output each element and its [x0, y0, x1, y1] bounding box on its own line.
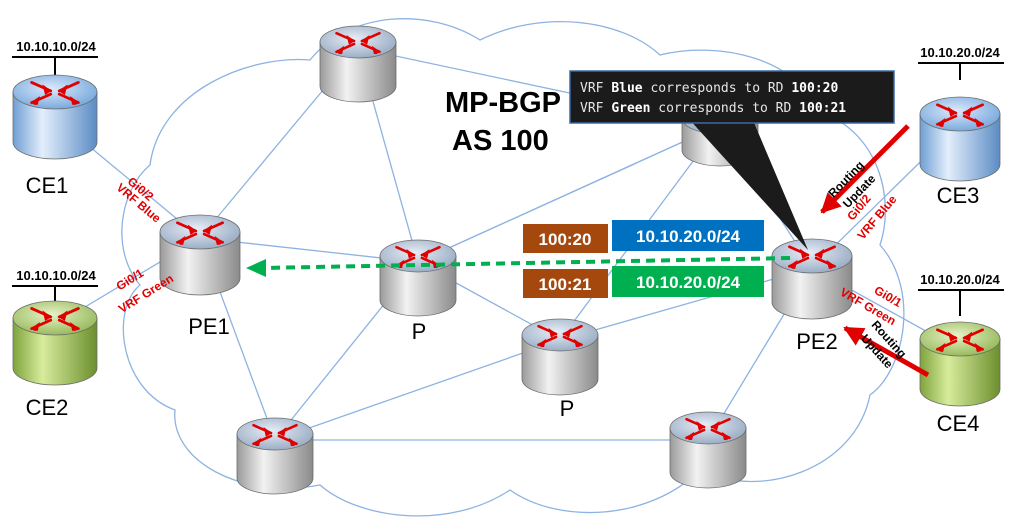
label-ce4: CE4: [937, 411, 980, 436]
prefix-box-blue: [612, 220, 764, 251]
router-core-bottom-right-icon: [669, 411, 747, 489]
subnet-ce2: 10.10.10.0/24: [16, 268, 96, 283]
vpn-route-1: 100:20 10.10.20.0/24: [523, 220, 764, 253]
rd-label: 100:20: [539, 230, 592, 249]
label-ce1: CE1: [26, 173, 69, 198]
label-pe1: PE1: [188, 314, 230, 339]
router-pe1-icon: [159, 214, 241, 296]
prefix-label: 10.10.20.0/24: [636, 273, 741, 292]
label-pe2: PE2: [796, 329, 838, 354]
rd-callout: VRF Blue corresponds to RD 100:20 VRF Gr…: [569, 70, 895, 250]
router-ce2-icon: [12, 300, 98, 386]
vpn-route-2: 100:21 10.10.20.0/24: [523, 266, 764, 298]
routing-update-arrow-ce3: [820, 124, 910, 214]
router-pe2-icon: [771, 238, 853, 320]
route-advertisement-arrow: [246, 256, 791, 277]
label-ce2: CE2: [26, 395, 69, 420]
routers: [12, 25, 1001, 495]
router-ce1-icon: [12, 74, 98, 160]
mpls-cloud: [121, 18, 905, 517]
subnet-ce4: 10.10.20.0/24: [920, 272, 1000, 287]
router-ce4-icon: [919, 321, 1001, 407]
callout-line-1: VRF Blue corresponds to RD 100:20: [580, 81, 838, 96]
router-core-bottom-left-icon: [236, 417, 314, 495]
router-p1-icon: [379, 239, 457, 317]
prefix-label: 10.10.20.0/24: [636, 227, 741, 246]
subnet-ce3: 10.10.20.0/24: [920, 45, 1000, 60]
title-mp-bgp: MP-BGP: [445, 87, 561, 119]
callout-line-2: VRF Green corresponds to RD 100:21: [580, 101, 846, 116]
subnet-ce1: 10.10.10.0/24: [16, 39, 96, 54]
label-ce3: CE3: [937, 183, 980, 208]
router-labels: CE1 CE2 CE3 CE4 PE1 PE2 P P: [26, 173, 980, 436]
subnet-bars: [12, 56, 1004, 316]
title-as: AS 100: [452, 125, 549, 157]
label-p1: P: [412, 319, 427, 344]
subnet-labels: 10.10.10.0/24 10.10.10.0/24 10.10.20.0/2…: [16, 39, 1000, 287]
rd-box-100-21: [523, 269, 608, 298]
routing-update-arrow-ce4: [843, 325, 930, 378]
label-p2: P: [560, 396, 575, 421]
rd-label: 100:21: [539, 275, 592, 294]
router-ce3-icon: [919, 96, 1001, 182]
rd-box-100-20: [523, 224, 608, 253]
router-core-top-icon: [319, 25, 397, 103]
prefix-box-green: [612, 266, 764, 297]
router-p2-icon: [521, 318, 599, 396]
